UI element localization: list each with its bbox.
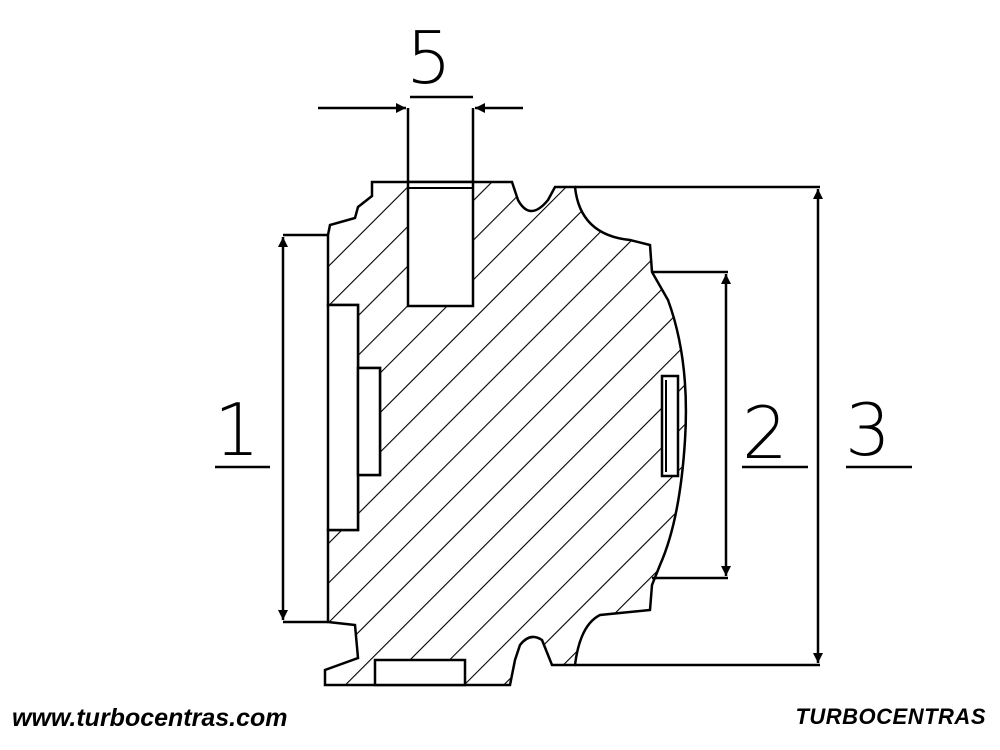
left-bore-step-inner — [356, 366, 382, 477]
hatched-section — [323, 180, 688, 687]
dimension-2: 2 — [721, 274, 808, 576]
dimension-5: 5 — [318, 16, 523, 113]
dimension-5-label: 5 — [406, 16, 452, 100]
dimension-1: 1 — [214, 237, 288, 620]
bottom-slot — [373, 658, 467, 687]
dimension-3-label: 3 — [845, 388, 891, 472]
dimension-3: 3 — [813, 189, 912, 663]
dimension-1-label: 1 — [214, 388, 260, 472]
footer-brand: TURBOCENTRAS — [795, 704, 986, 729]
footer-website[interactable]: www.turbocentras.com — [12, 704, 288, 732]
keyway-slot — [406, 180, 475, 308]
part-body — [283, 108, 820, 687]
dimension-2-label: 2 — [742, 391, 788, 475]
right-groove — [660, 374, 680, 478]
left-bore-step-outer — [326, 303, 360, 532]
